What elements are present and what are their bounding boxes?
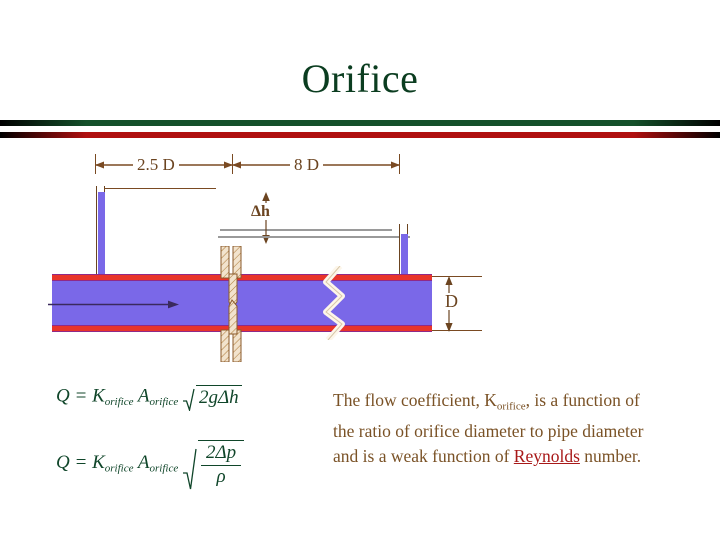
body-paragraph: The flow coefficient, Korifice, is a fun… <box>333 388 653 469</box>
pipe-wall-bottom <box>52 325 432 332</box>
divider-bar-green <box>0 120 720 126</box>
dimension-label-8-d: 8 D <box>290 156 324 173</box>
manometer-fluid-left <box>98 192 105 281</box>
eq2-lhs: Q <box>56 451 70 473</box>
eq2-radicand: 2Δp ρ <box>197 440 245 487</box>
eq2-radical: 2Δp ρ <box>182 440 245 490</box>
dimension-tick-left <box>95 154 96 174</box>
body-text-subscript: orifice <box>496 400 526 413</box>
dimension-tick-middle <box>232 154 233 174</box>
eq2-k: K <box>92 451 105 473</box>
dimension-extension-top-d <box>432 276 482 277</box>
manometer-fluid-right <box>401 234 408 281</box>
dimension-label-delta-h: Δh <box>247 203 274 220</box>
radical-sign-icon <box>182 448 197 490</box>
body-text-part3: number. <box>579 446 642 467</box>
eq2-denominator: ρ <box>216 465 226 487</box>
eq2-k-subscript: orifice <box>104 462 134 475</box>
divider-bar-red <box>0 132 720 138</box>
eq1-radicand: 2gΔh <box>195 385 242 409</box>
eq1-k: K <box>92 385 105 407</box>
eq1-lhs: Q <box>56 385 70 407</box>
pipe-break-symbol <box>323 266 345 340</box>
page-title: Orifice <box>301 56 419 101</box>
delta-h-reference-line-2 <box>218 236 410 238</box>
flow-direction-arrow <box>48 300 179 309</box>
pipe-wall-top <box>52 274 432 281</box>
radical-sign-icon <box>182 388 195 411</box>
reynolds-link[interactable]: Reynolds <box>513 446 580 467</box>
eq1-a: A <box>137 385 150 407</box>
eq2-numerator: 2Δp <box>200 442 242 466</box>
eq1-a-subscript: orifice <box>149 395 179 408</box>
eq1-radical: 2gΔh <box>182 385 242 411</box>
dimension-label-2-5-d: 2.5 D <box>133 156 179 173</box>
dimension-tick-right <box>399 154 400 174</box>
orifice-plate <box>220 246 242 362</box>
eq2-fraction: 2Δp ρ <box>200 442 242 487</box>
eq1-k-subscript: orifice <box>104 395 134 408</box>
body-text-part2: , is a function of the ratio of orifice … <box>333 390 644 467</box>
manometer-tube-left <box>96 186 105 281</box>
pipe-assembly <box>52 274 432 332</box>
eq2-a-subscript: orifice <box>149 462 179 475</box>
manometer-tap-line-left <box>104 188 216 189</box>
pipe-bore-fluid <box>52 280 432 326</box>
body-text-part1: The flow coefficient, K <box>333 390 497 410</box>
eq1-equals: = <box>74 385 88 407</box>
equation-flow-delta-p: Q = Korifice Aorifice 2Δp ρ <box>56 440 245 490</box>
manometer-tube-right <box>399 224 408 281</box>
equation-flow-delta-h: Q = Korifice Aorifice 2gΔh <box>56 385 242 411</box>
dimension-label-d: D <box>441 292 462 310</box>
eq2-a: A <box>137 451 150 473</box>
eq2-equals: = <box>74 451 88 473</box>
delta-h-reference-line-upper <box>220 229 392 231</box>
dimension-extension-bottom-d <box>432 330 482 331</box>
